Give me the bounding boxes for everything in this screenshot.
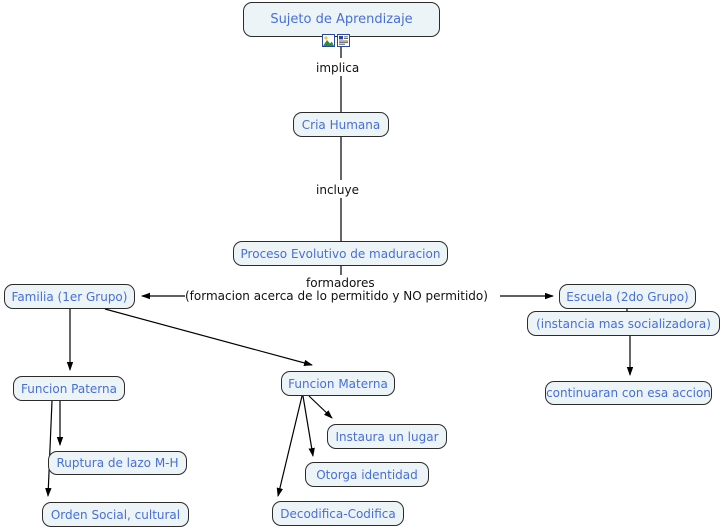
node-label: (instancia mas socializadora) [536, 316, 711, 331]
node-sujeto-de-aprendizaje[interactable]: Sujeto de Aprendizaje [243, 2, 440, 37]
node-label: Orden Social, cultural [50, 507, 181, 522]
node-label: Cria Humana [301, 117, 381, 132]
node-familia-1er-grupo[interactable]: Familia (1er Grupo) [4, 284, 135, 309]
edge-label-text: implica [316, 61, 360, 75]
node-continuaran-con-esa-accion[interactable]: continuaran con esa accion [545, 381, 712, 405]
node-otorga-identidad[interactable]: Otorga identidad [305, 462, 429, 487]
node-label: Otorga identidad [316, 467, 418, 482]
edge-materna-to-instaura [308, 395, 333, 419]
node-funcion-materna[interactable]: Funcion Materna [281, 371, 395, 396]
node-label: Funcion Materna [288, 376, 388, 391]
node-instancia-mas-socializadora[interactable]: (instancia mas socializadora) [527, 311, 720, 336]
node-escuela-2do-grupo[interactable]: Escuela (2do Grupo) [559, 284, 696, 309]
node-label: Familia (1er Grupo) [11, 289, 128, 304]
node-label: Escuela (2do Grupo) [566, 289, 689, 304]
edge-label-text: (formacion acerca de lo permitido y NO p… [185, 289, 488, 303]
node-proceso-evolutivo-de-maduracion[interactable]: Proceso Evolutivo de maduracion [233, 241, 448, 266]
node-instaura-un-lugar[interactable]: Instaura un lugar [327, 424, 447, 449]
node-ruptura-de-lazo-mh[interactable]: Ruptura de lazo M-H [48, 451, 187, 475]
node-label: continuaran con esa accion [546, 386, 711, 400]
node-cria-humana[interactable]: Cria Humana [293, 112, 389, 137]
edge-label-text: formadores [306, 276, 375, 290]
edge-label-implica: implica [316, 61, 360, 75]
edge-label-formacion-permitido: (formacion acerca de lo permitido y NO p… [185, 289, 488, 303]
node-funcion-paterna[interactable]: Funcion Paterna [13, 376, 125, 401]
edge-paterna-to-orden [45, 400, 53, 497]
node-decodifica-codifica[interactable]: Decodifica-Codifica [272, 501, 404, 526]
edge-label-formadores: formadores [306, 276, 375, 290]
node-label: Funcion Paterna [21, 381, 117, 396]
document-icon[interactable] [337, 34, 350, 47]
edge-label-text: incluye [316, 183, 359, 197]
edge-label-incluye: incluye [316, 183, 359, 197]
resource-icon-bar [322, 34, 350, 47]
node-label: Sujeto de Aprendizaje [270, 12, 413, 27]
node-label: Instaura un lugar [335, 429, 439, 444]
node-label: Decodifica-Codifica [280, 506, 396, 521]
edge-materna-to-otorga [302, 395, 315, 457]
node-orden-social-cultural[interactable]: Orden Social, cultural [42, 502, 189, 527]
node-label: Ruptura de lazo M-H [56, 456, 179, 470]
edge-familia-to-materna [104, 308, 313, 366]
edge-materna-to-decodifica [276, 395, 303, 497]
image-icon[interactable] [322, 34, 335, 47]
node-label: Proceso Evolutivo de maduracion [240, 246, 441, 261]
